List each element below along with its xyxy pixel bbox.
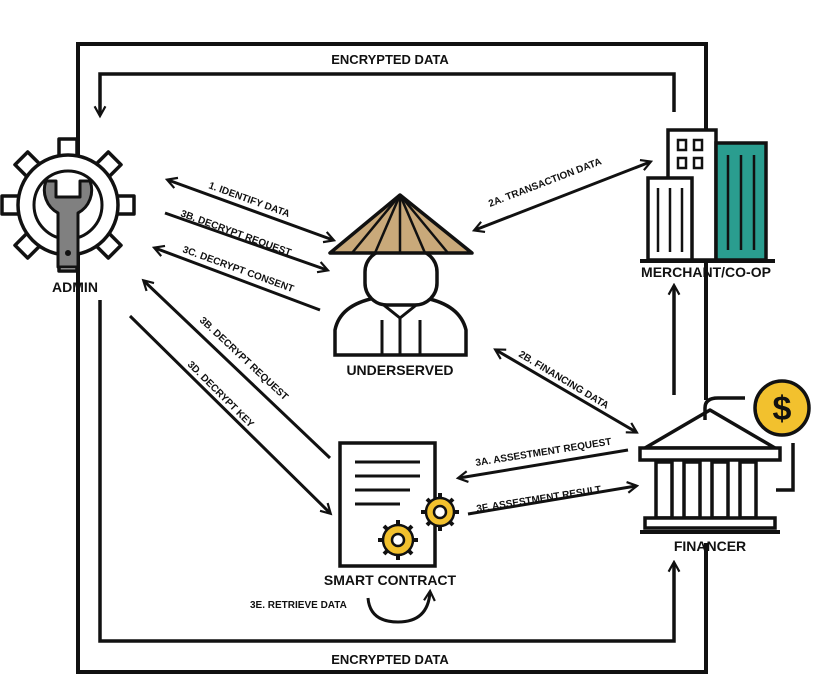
- encrypted-data-top-label: ENCRYPTED DATA: [331, 52, 449, 67]
- edge-transaction-data: [475, 162, 650, 230]
- underserved-label: UNDERSERVED: [346, 362, 453, 378]
- merchant-label: MERCHANT/CO-OP: [641, 264, 771, 280]
- edge-assessment-result: [467, 486, 636, 516]
- encrypted-data-bottom-label: ENCRYPTED DATA: [331, 652, 449, 667]
- edge-label-assessment-result: 3F. ASSESTMENT RESULT: [476, 484, 602, 515]
- document-gears-icon: [338, 441, 459, 568]
- edge-decrypt-key: [128, 314, 330, 513]
- dollar-glyph: $: [773, 390, 792, 428]
- admin-label: ADMIN: [52, 279, 98, 295]
- edge-identify-data: [168, 180, 333, 240]
- gear-wrench-icon: [0, 137, 136, 273]
- edge-label-financing-data: 2B. FINANCING DATA: [516, 349, 610, 411]
- buildings-icon: [640, 128, 775, 263]
- edge-label-decrypt-key: 3D. DECRYPT KEY: [185, 359, 256, 430]
- edge-financing-data: [496, 350, 636, 432]
- person-conical-hat-icon: [328, 193, 474, 357]
- edge-decrypt-consent: [155, 248, 321, 312]
- edge-assessment-request: [459, 448, 629, 478]
- edge-retrieve-data: [366, 592, 430, 624]
- encrypted-data-bottom-arrow: [98, 300, 674, 643]
- edge-decrypt-request-contract: [144, 281, 332, 460]
- edge-decrypt-request-user: [164, 211, 327, 270]
- financer-label: FINANCER: [674, 538, 746, 554]
- bank-dollar-icon: $: [638, 379, 811, 534]
- encrypted-data-top-arrow: [100, 72, 676, 115]
- edge-label-retrieve-data: 3E. RETRIEVE DATA: [250, 600, 347, 611]
- smart-contract-label: SMART CONTRACT: [324, 572, 457, 588]
